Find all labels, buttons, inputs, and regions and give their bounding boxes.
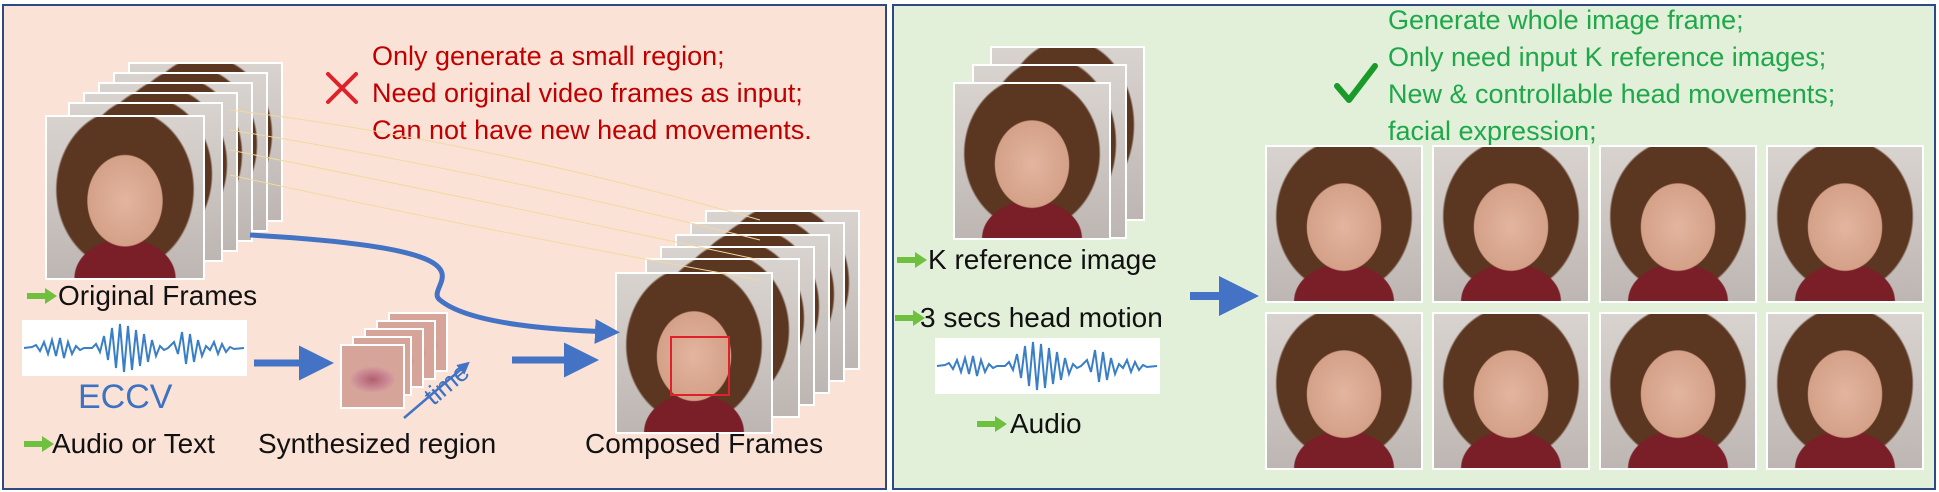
generated-frame bbox=[1766, 145, 1924, 303]
advantage-item: Generate whole image frame; bbox=[1388, 5, 1744, 35]
bullet-arrow-icon bbox=[895, 250, 929, 275]
composed-frames-label: Composed Frames bbox=[585, 428, 824, 459]
method-label: ECCV bbox=[78, 378, 173, 416]
original-frames-label: Original Frames bbox=[58, 280, 258, 311]
advantage-list: Generate whole image frame; Only need in… bbox=[1388, 2, 1835, 150]
original-frame bbox=[45, 115, 205, 280]
generated-frame bbox=[1599, 145, 1757, 303]
cross-icon bbox=[322, 68, 362, 108]
head-motion-label: 3 secs head motion bbox=[920, 302, 1163, 333]
generated-frame bbox=[1599, 312, 1757, 470]
region-box bbox=[670, 336, 730, 396]
mouth-crop bbox=[340, 344, 405, 409]
generated-frame bbox=[1265, 145, 1423, 303]
generated-frame bbox=[1432, 145, 1590, 303]
generated-frame bbox=[1766, 312, 1924, 470]
bullet-arrow-icon bbox=[22, 434, 56, 459]
issue-item: Can not have new head movements. bbox=[372, 115, 812, 145]
audio-waveform bbox=[22, 320, 247, 376]
bullet-arrow-icon bbox=[893, 308, 927, 333]
generated-frame bbox=[1265, 312, 1423, 470]
audio-label: Audio bbox=[1010, 408, 1082, 439]
audio-waveform bbox=[935, 338, 1160, 394]
audio-text-label: Audio or Text bbox=[52, 428, 215, 459]
bullet-arrow-icon bbox=[25, 286, 59, 311]
bullet-arrow-icon bbox=[975, 414, 1009, 439]
issue-item: Only generate a small region; bbox=[372, 41, 725, 71]
issue-list: Only generate a small region; Need origi… bbox=[372, 38, 812, 149]
reference-image bbox=[953, 82, 1111, 240]
issue-item: Need original video frames as input; bbox=[372, 78, 803, 108]
synthesized-region-label: Synthesized region bbox=[258, 428, 497, 459]
advantage-item: New & controllable head movements; bbox=[1388, 79, 1836, 109]
advantage-item: facial expression; bbox=[1388, 116, 1597, 146]
check-icon bbox=[1333, 60, 1379, 106]
generated-frame bbox=[1432, 312, 1590, 470]
advantage-item: Only need input K reference images; bbox=[1388, 42, 1827, 72]
reference-label: K reference image bbox=[928, 244, 1157, 275]
